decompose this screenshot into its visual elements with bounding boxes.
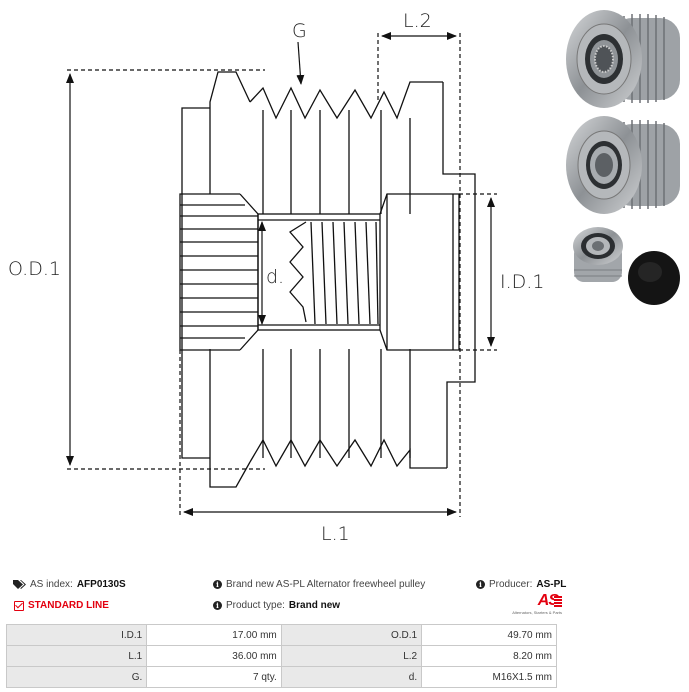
- pulley-small-view: [573, 227, 623, 282]
- spec-key: O.D.1: [280, 624, 423, 646]
- product-type: i Product type: Brand new: [213, 600, 340, 611]
- info-icon: i: [476, 580, 485, 589]
- l2-label: L.2: [403, 10, 432, 32]
- spline-hub: [179, 193, 259, 351]
- groove-label: G: [292, 20, 307, 42]
- pulley-outline: [181, 71, 476, 488]
- as-index-label: AS index:: [30, 579, 73, 590]
- technical-drawing: G L.2 O.D.1 I.D.1 d. L.1: [8, 10, 544, 545]
- spec-value: 49.70 mm: [421, 624, 557, 646]
- thread-label: d.: [266, 266, 284, 288]
- info-icon: i: [213, 580, 222, 589]
- producer: i Producer: AS-PL: [476, 579, 566, 590]
- bearing-bore: [379, 193, 460, 351]
- threaded-bore: [257, 213, 381, 331]
- logo-stripes: [554, 596, 562, 607]
- spec-value: 36.00 mm: [146, 645, 282, 667]
- table-row: I.D.1 17.00 mm O.D.1 49.70 mm: [5, 624, 557, 646]
- pulley-rear-view: [566, 116, 680, 214]
- logo-subtitle: Alternators, Starters & Parts: [512, 610, 562, 615]
- spec-value: M16X1.5 mm: [421, 666, 557, 688]
- checkbox-checked-icon: [14, 600, 24, 611]
- spec-key: I.D.1: [5, 624, 148, 646]
- spec-value: 7 qty.: [146, 666, 282, 688]
- id1-label: I.D.1: [500, 271, 544, 293]
- product-type-label: Product type:: [226, 600, 285, 611]
- logo-mark: AS: [537, 592, 559, 609]
- pulley-front-view: [566, 10, 680, 108]
- table-row: L.1 36.00 mm L.2 8.20 mm: [5, 645, 557, 667]
- as-index: AS index: AFP0130S: [13, 579, 126, 590]
- producer-label: Producer:: [489, 579, 533, 590]
- product-description: i Brand new AS-PL Alternator freewheel p…: [213, 579, 425, 590]
- spec-key: L.1: [5, 645, 148, 667]
- specifications-table: I.D.1 17.00 mm O.D.1 49.70 mm L.1 36.00 …: [5, 624, 557, 688]
- producer-value: AS-PL: [536, 579, 567, 590]
- od1-label: O.D.1: [8, 258, 61, 280]
- spec-key: L.2: [280, 645, 423, 667]
- pulley-cap: [628, 251, 680, 305]
- spec-key: G.: [5, 666, 148, 688]
- info-icon: i: [213, 601, 222, 610]
- l1-label: L.1: [321, 523, 350, 545]
- groove-pointer-arrow: [296, 41, 305, 85]
- table-row: G. 7 qty. d. M16X1.5 mm: [5, 666, 557, 688]
- as-index-value: AFP0130S: [76, 579, 126, 590]
- product-type-value: Brand new: [288, 600, 341, 611]
- spec-value: 17.00 mm: [146, 624, 282, 646]
- as-pl-logo: AS Alternators, Starters & Parts: [506, 593, 562, 615]
- standard-line-badge: STANDARD LINE: [14, 600, 109, 611]
- description-text: Brand new AS-PL Alternator freewheel pul…: [226, 579, 426, 590]
- standard-line-label: STANDARD LINE: [28, 600, 109, 611]
- spec-value: 8.20 mm: [421, 645, 557, 667]
- spec-key: d.: [280, 666, 423, 688]
- tags-icon: [13, 580, 26, 589]
